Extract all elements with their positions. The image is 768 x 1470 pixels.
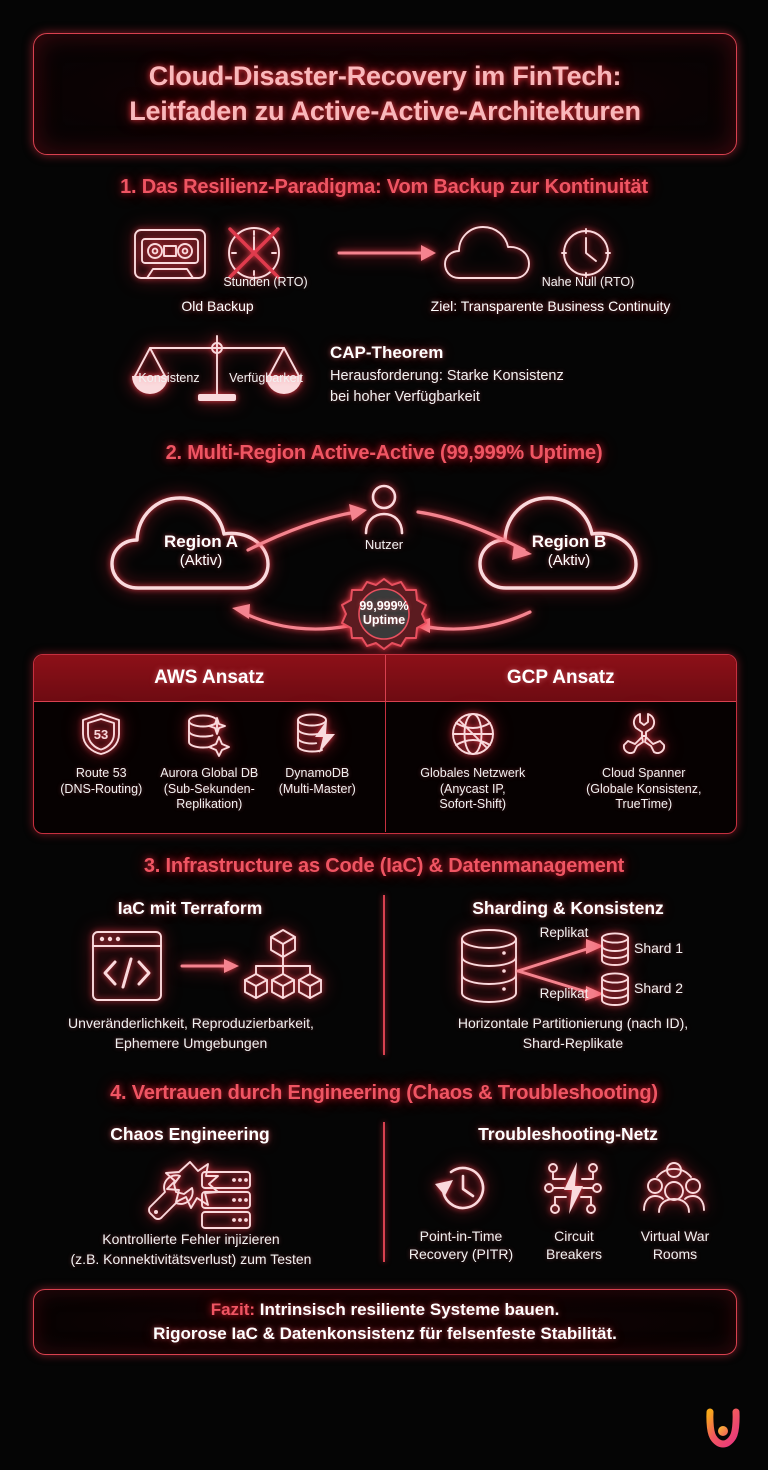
cloud-shape-a (110, 496, 270, 590)
cap-theorem-title: CAP-Theorem (330, 343, 444, 362)
region-a-state: (Aktiv) (179, 551, 223, 569)
sharding-subheading: Sharding & Konsistenz (472, 898, 664, 918)
aws-cell: 53 Route 53(DNS-Routing) Aurora Global D… (34, 702, 386, 832)
aurora-database-sparkle-icon (188, 714, 231, 757)
page-title: Cloud-Disaster-Recovery im FinTech: Leit… (129, 59, 641, 128)
transition-arrow-icon (337, 245, 436, 261)
chaos-wrench-server-icon (148, 1161, 251, 1229)
gcp-cell: Globales Netzwerk(Anycast IP,Sofort-Shif… (386, 702, 737, 832)
aws-item-route53: 53 Route 53(DNS-Routing) (49, 712, 153, 832)
clock-rewind-icon (435, 1166, 485, 1210)
continuity-goal-label: Ziel: Transparente Business Continuity (430, 298, 671, 314)
svg-text:53: 53 (94, 727, 108, 742)
replica-label-top: Replikat (539, 925, 589, 940)
shard-2-database-icon (601, 972, 629, 1006)
uptime-badge: 99,999% Uptime (341, 578, 427, 662)
clock-icon (561, 228, 611, 278)
people-group-icon (643, 1162, 705, 1213)
scale-right-label: Verfügbarkeit (229, 371, 303, 385)
cube-hierarchy-icon (244, 929, 322, 999)
chaos-caption-line2: (z.B. Konnektivitätsverlust) zum Testen (70, 1251, 312, 1267)
section-4-heading: 4. Vertrauen durch Engineering (Chaos & … (110, 1082, 658, 1104)
code-window-icon (92, 931, 162, 1001)
aws-item-aurora-label: Aurora Global DB(Sub-Sekunden-Replikatio… (160, 766, 259, 811)
region-b-state: (Aktiv) (547, 551, 591, 569)
user-label: Nutzer (364, 537, 404, 552)
section-4-divider (383, 1122, 385, 1262)
table-body: 53 Route 53(DNS-Routing) Aurora Global D… (34, 702, 736, 832)
aws-item-dynamodb-label: DynamoDB(Multi-Master) (278, 766, 356, 796)
gcp-item-global-network-label: Globales Netzwerk(Anycast IP,Sofort-Shif… (420, 766, 526, 811)
dynamodb-lightning-icon (297, 713, 336, 753)
shard-1-database-icon (601, 932, 629, 966)
replica-label-bottom: Replikat (539, 986, 589, 1001)
uptime-value: 99,999% (359, 599, 409, 613)
u-brand-logo-icon (706, 1408, 740, 1448)
clock-crossed-out-icon (228, 227, 280, 279)
conclusion-banner: Fazit: Intrinsisch resiliente Systeme ba… (33, 1289, 737, 1355)
table-header-row: AWS Ansatz GCP Ansatz (34, 655, 736, 702)
sharding-caption-line2: Shard-Replikate (522, 1035, 624, 1051)
conclusion-line-2: Rigorose IaC & Datenkonsistenz für felse… (153, 1324, 617, 1343)
gcp-item-global-network: Globales Netzwerk(Anycast IP,Sofort-Shif… (408, 712, 538, 832)
table-header-gcp: GCP Ansatz (506, 667, 615, 688)
conclusion-line-1-rest: Intrinsisch resiliente Systeme bauen. (255, 1299, 560, 1319)
gcp-item-cloud-spanner: Cloud Spanner(Globale Konsistenz,TrueTim… (574, 712, 714, 832)
chaos-subheading: Chaos Engineering (110, 1124, 270, 1144)
circuit-lightning-icon (544, 1162, 602, 1214)
user-icon (364, 484, 404, 535)
troubleshooting-subheading: Troubleshooting-Netz (478, 1124, 658, 1144)
region-b-name: Region B (531, 531, 607, 551)
region-a-name: Region A (164, 531, 238, 551)
globe-network-icon (451, 713, 494, 755)
badge-scallop-icon (341, 578, 427, 650)
route53-shield-icon: 53 (82, 713, 121, 755)
primary-database-icon (461, 929, 517, 1003)
balance-scale-icon (132, 335, 302, 401)
section-3-divider (383, 895, 385, 1055)
conclusion-prefix: Fazit: (210, 1299, 256, 1319)
cloud-icon (444, 226, 530, 279)
gcp-item-cloud-spanner-label: Cloud Spanner(Globale Konsistenz,TrueTim… (586, 766, 702, 811)
cap-theorem-line2: bei hoher Verfügbarkeit (330, 389, 480, 405)
section-1-heading: 1. Das Resilienz-Paradigma: Vom Backup z… (120, 176, 648, 198)
iac-arrow-icon (180, 959, 239, 973)
aws-item-aurora: Aurora Global DB(Sub-Sekunden-Replikatio… (157, 712, 261, 832)
scale-left-label: Konsistenz (138, 371, 200, 385)
title-line-1: Cloud-Disaster-Recovery im FinTech: (148, 61, 622, 92)
shard-2-label: Shard 2 (634, 980, 684, 996)
old-rto-label: Stunden (RTO) (223, 275, 308, 289)
aws-item-route53-label: Route 53(DNS-Routing) (60, 766, 143, 796)
cap-theorem-line1: Herausforderung: Starke Konsistenz (330, 368, 564, 384)
spanner-wrench-icon (622, 713, 665, 754)
shard-replication-arrows (516, 939, 604, 1001)
new-rto-label: Nahe Null (RTO) (541, 275, 635, 289)
shard-1-label: Shard 1 (634, 940, 684, 956)
iac-caption-line1: Unveränderlichkeit, Reproduzierbarkeit, (68, 1015, 314, 1031)
cassette-tape-icon (134, 229, 206, 279)
section-2-heading: 2. Multi-Region Active-Active (99,999% U… (165, 442, 603, 464)
title-banner: Cloud-Disaster-Recovery im FinTech: Leit… (33, 33, 737, 155)
sharding-caption-line1: Horizontale Partitionierung (nach ID), (457, 1015, 689, 1031)
region-b-cloud: Region B (Aktiv) (478, 492, 660, 592)
cloud-provider-comparison-table: AWS Ansatz GCP Ansatz 53 Route 53(DNS-Ro… (33, 654, 737, 834)
iac-subheading: IaC mit Terraform (117, 898, 263, 918)
old-backup-label: Old Backup (181, 298, 254, 314)
u-brand-logo[interactable] (706, 1408, 740, 1448)
title-line-2: Leitfaden zu Active-Active-Architekturen (129, 96, 641, 126)
region-a-cloud: Region A (Aktiv) (110, 492, 292, 592)
cloud-shape-b (478, 496, 638, 590)
section-3-heading: 3. Infrastructure as Code (IaC) & Datenm… (143, 855, 625, 877)
uptime-label: Uptime (362, 613, 406, 627)
iac-caption-line2: Ephemere Umgebungen (114, 1035, 268, 1051)
conclusion-line-1: Fazit: Intrinsisch resiliente Systeme ba… (211, 1298, 560, 1322)
flow-arrows (232, 504, 532, 633)
chaos-caption-line1: Kontrollierte Fehler injizieren (102, 1231, 280, 1247)
aws-item-dynamodb: DynamoDB(Multi-Master) (265, 712, 369, 832)
table-header-aws: AWS Ansatz (34, 655, 386, 701)
